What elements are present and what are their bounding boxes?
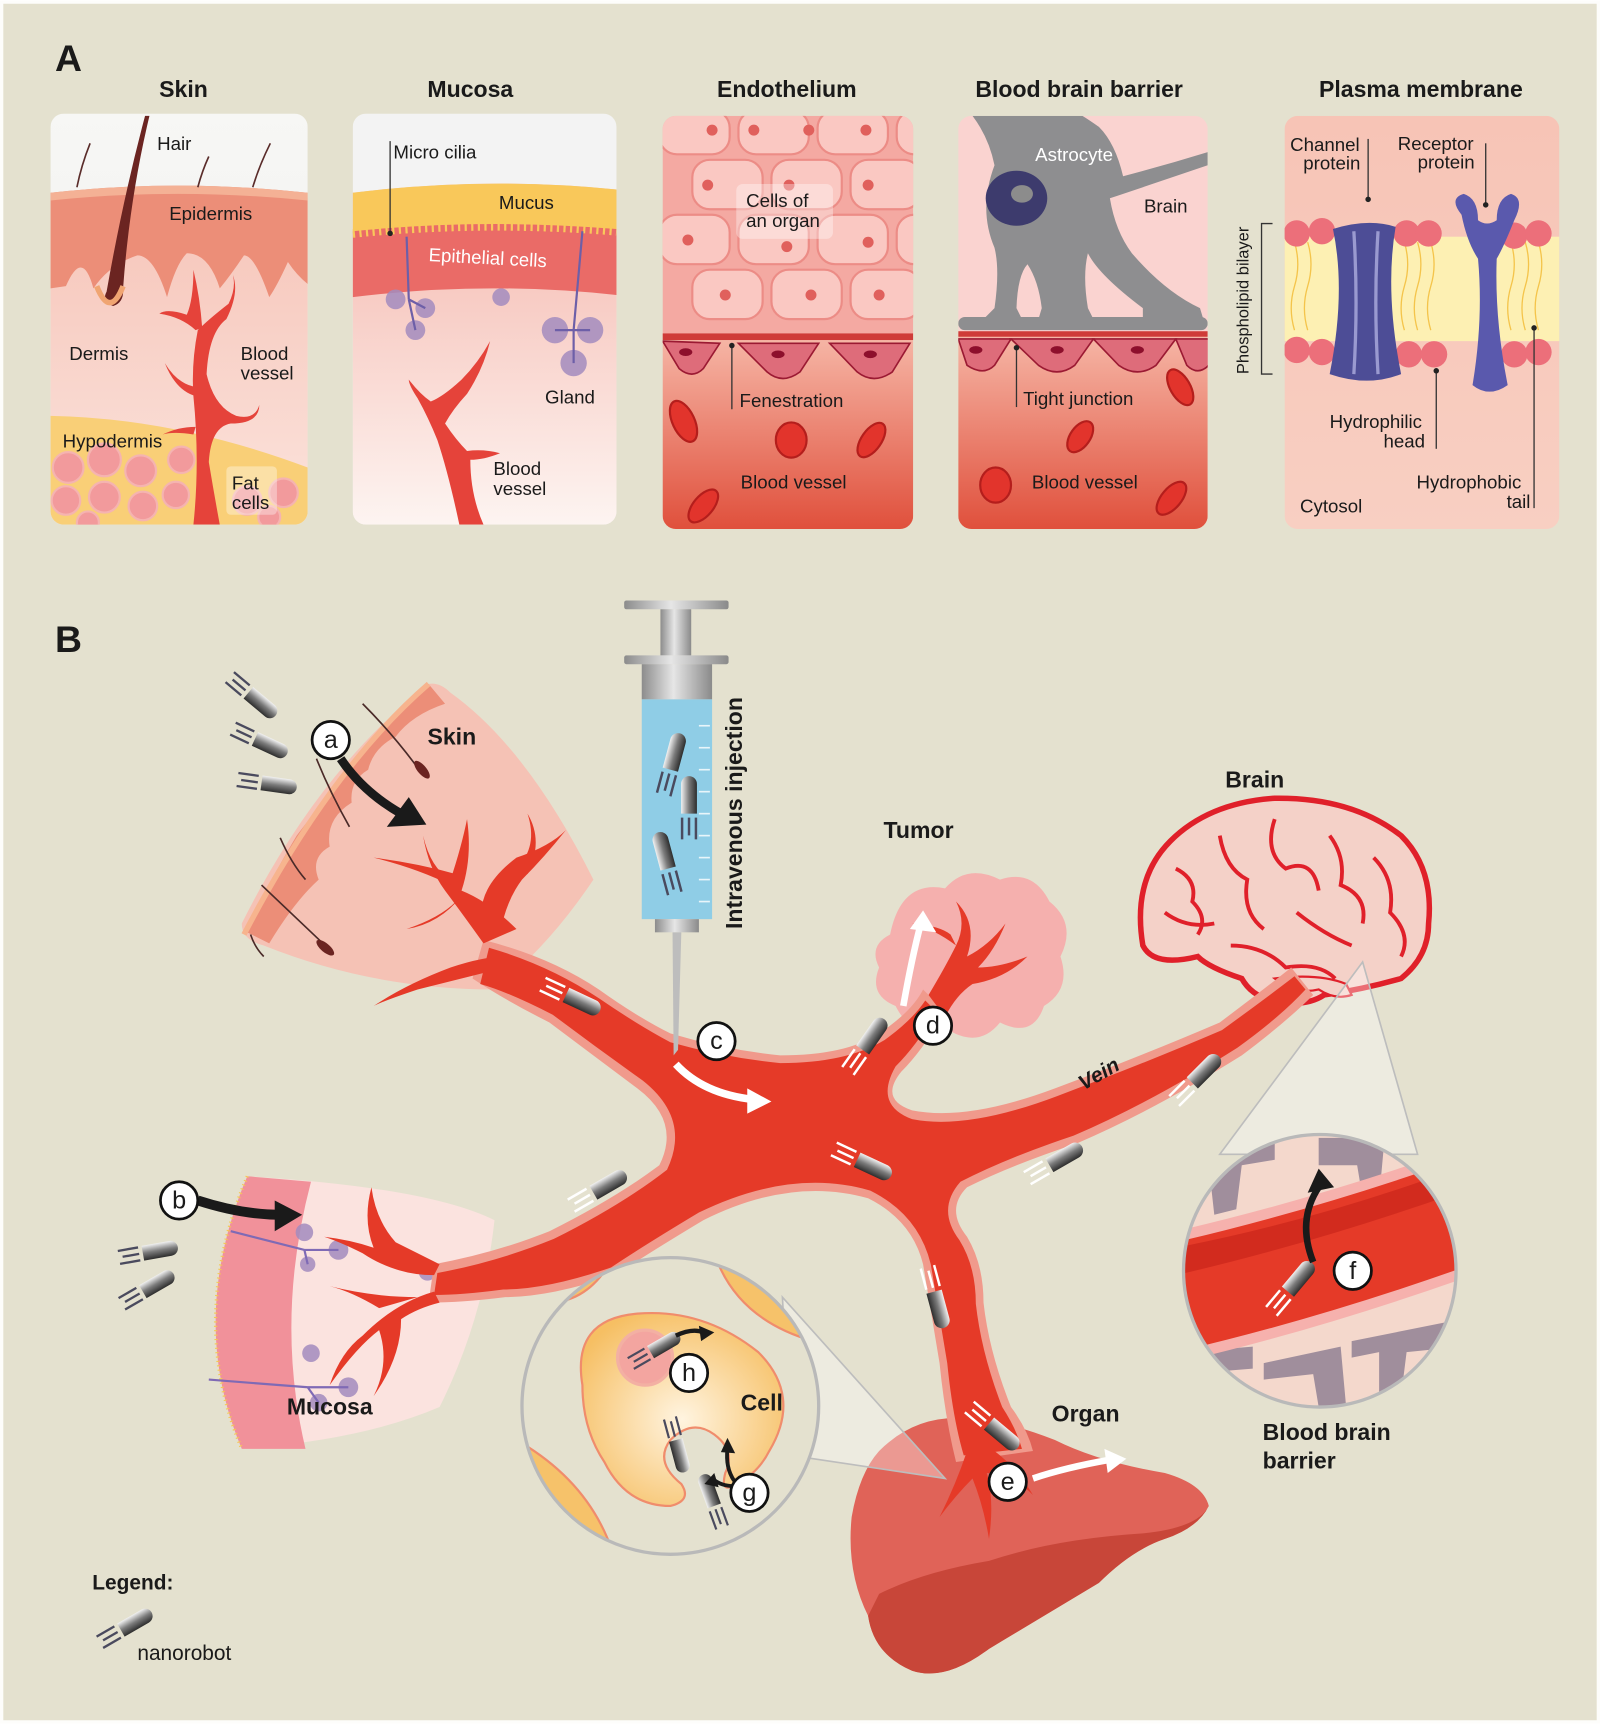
endothelium-panel: Endothelium [662, 76, 914, 530]
label-receptor-protein-line2: protein [1418, 152, 1475, 173]
label-blood-vessel-line1: Blood [241, 343, 289, 364]
label-phospholipid-bilayer: Phospholipid bilayer [1234, 226, 1252, 374]
step-h: h [668, 1352, 710, 1394]
mucosa-panel: Mucosa Micro cilia Mucus Epithelial cell… [352, 76, 617, 525]
label-blood-vessel-line2: vessel [241, 363, 294, 384]
svg-text:d: d [926, 1012, 940, 1040]
label-cytosol: Cytosol [1300, 496, 1362, 517]
step-e: e [987, 1461, 1028, 1502]
organ-cells [662, 115, 914, 321]
label-fat-cells-line2: cells [232, 492, 269, 513]
svg-text:e: e [1001, 1468, 1015, 1496]
plasma-membrane-panel: Plasma membrane Channel protei [1234, 76, 1560, 530]
svg-text:b: b [172, 1186, 186, 1214]
label-channel-protein-line1: Channel [1290, 134, 1360, 155]
fat-cells [50, 442, 299, 525]
skin-tissue [241, 681, 594, 990]
label-tight-junction: Tight junction [1023, 388, 1133, 409]
label-mucosa-blood-vessel-line1: Blood [493, 458, 541, 479]
hydrophilic-heads [1284, 218, 1552, 368]
label-cell: Cell [741, 1389, 783, 1415]
label-cells-of-organ-line1: Cells of [746, 190, 809, 211]
legend-title: Legend: [92, 1571, 173, 1594]
legend-item-nanorobot: nanorobot [137, 1642, 231, 1665]
svg-text:c: c [710, 1027, 723, 1055]
step-f: f [1332, 1250, 1373, 1291]
step-a: a [310, 719, 351, 761]
panel-a-label: A [55, 37, 82, 79]
label-mucosa: Mucosa [287, 1394, 373, 1420]
svg-text:a: a [324, 726, 339, 754]
label-hydrophilic-head-line1: Hydrophilic [1330, 411, 1422, 432]
skin-panel: Skin Hair Ep [50, 76, 308, 525]
label-bbb-line1: Blood brain [1263, 1419, 1391, 1445]
label-micro-cilia: Micro cilia [393, 142, 477, 163]
label-endothelium-blood-vessel: Blood vessel [741, 471, 847, 492]
mucosa-panel-title: Mucosa [427, 76, 513, 102]
label-gland: Gland [545, 387, 595, 408]
svg-text:g: g [742, 1479, 756, 1507]
label-astrocyte: Astrocyte [1035, 144, 1113, 165]
label-receptor-protein-line1: Receptor [1398, 133, 1474, 154]
red-blood-cells [668, 399, 887, 524]
svg-text:h: h [682, 1359, 696, 1387]
bbb-inset [1181, 1132, 1458, 1409]
skin-blood-vessel [159, 269, 260, 525]
endothelial-cells [662, 340, 912, 380]
step-d: d [912, 1005, 954, 1046]
label-hair: Hair [157, 133, 191, 154]
svg-text:f: f [1349, 1257, 1357, 1285]
label-brain: Brain [1225, 766, 1284, 792]
label-mucus: Mucus [499, 192, 554, 213]
bbb-panel: Blood brain barrier [958, 76, 1208, 530]
step-c: c [696, 1021, 737, 1062]
label-bbb-blood-vessel: Blood vessel [1032, 471, 1138, 492]
mucosa-tissue [208, 1175, 495, 1450]
label-hypodermis: Hypodermis [63, 431, 163, 452]
pathway-arrows [196, 756, 1127, 1489]
step-markers: a b c d e f g h [159, 719, 1373, 1513]
label-channel-protein-line2: protein [1303, 153, 1360, 174]
receptor-protein [1455, 193, 1520, 392]
astrocyte [958, 115, 1208, 331]
syringe [624, 600, 729, 1056]
endothelium-panel-title: Endothelium [717, 76, 857, 102]
label-hydrophobic-tail-line1: Hydrophobic [1416, 471, 1521, 492]
bbb-panel-title: Blood brain barrier [975, 76, 1183, 102]
label-skin: Skin [427, 723, 476, 749]
brain [1137, 795, 1433, 1007]
label-fat-cells-line1: Fat [232, 472, 260, 493]
label-dermis: Dermis [69, 343, 128, 364]
label-fenestration: Fenestration [740, 390, 844, 411]
label-organ: Organ [1052, 1400, 1120, 1426]
label-tumor: Tumor [884, 817, 954, 843]
panel-b-label: B [55, 618, 82, 660]
label-epidermis: Epidermis [169, 203, 252, 224]
label-hydrophobic-tail-line2: tail [1507, 491, 1531, 512]
label-brain: Brain [1144, 196, 1188, 217]
plasma-membrane-panel-title: Plasma membrane [1319, 76, 1523, 102]
intravenous-injection-label: Intravenous injection [721, 697, 747, 929]
step-g: g [729, 1472, 770, 1513]
skin-panel-title: Skin [159, 76, 208, 102]
legend: Legend: nanorobot [92, 1571, 231, 1664]
step-b: b [159, 1180, 200, 1221]
label-hydrophilic-head-line2: head [1384, 431, 1426, 452]
label-cells-of-organ-line2: an organ [746, 210, 820, 231]
label-mucosa-blood-vessel-line2: vessel [493, 478, 546, 499]
label-bbb-line2: barrier [1263, 1448, 1336, 1474]
syringe-barrel [641, 699, 713, 920]
mucosa-blood-vessel [408, 341, 501, 525]
channel-protein [1329, 222, 1402, 381]
